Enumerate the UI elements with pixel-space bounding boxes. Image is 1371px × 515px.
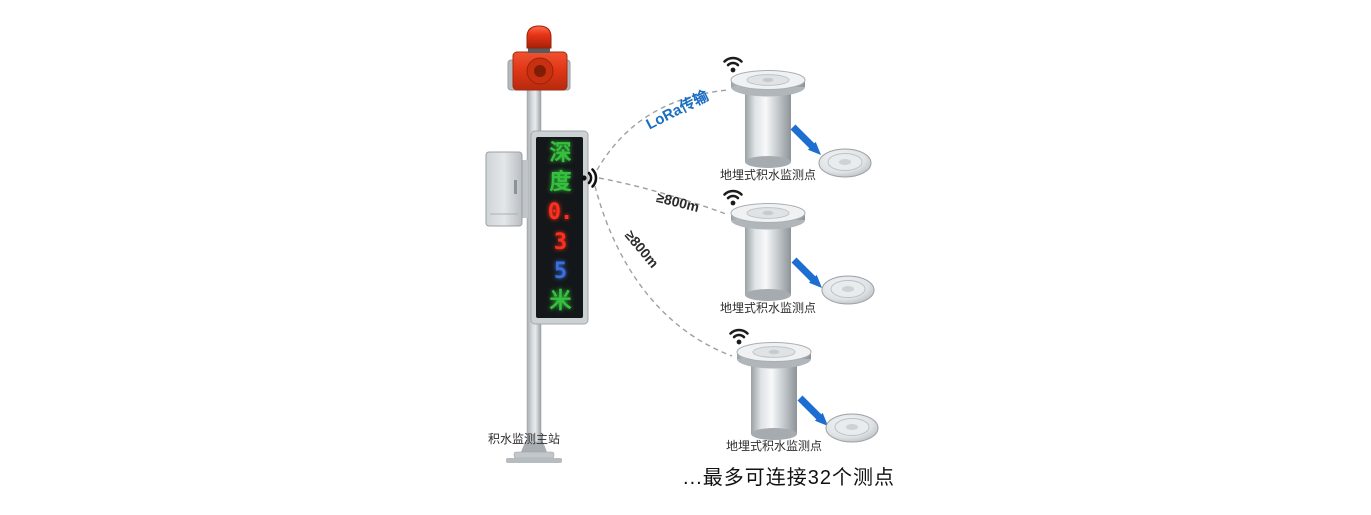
buried-sensor-1 — [730, 70, 806, 169]
flow-arrow-1 — [793, 127, 821, 155]
led-char: 深 — [549, 140, 571, 166]
warning-lamp — [526, 25, 552, 49]
wifi-icon-3 — [729, 328, 749, 346]
buried-sensor-3 — [736, 342, 812, 441]
flow-arrow-2 — [794, 260, 822, 288]
control-box — [485, 151, 528, 227]
wifi-icon-1 — [723, 56, 743, 74]
station-caption: 积水监测主站 — [487, 432, 560, 446]
station-signal-icon — [581, 168, 598, 188]
led-char: 5 — [553, 259, 567, 285]
led-display-panel — [530, 130, 589, 325]
sensor-caption-3: 地埋式积水监测点 — [725, 439, 822, 453]
link-curve-sensor-3 — [594, 185, 733, 357]
flow-arrow-3 — [800, 398, 828, 426]
sensor-caption-1: 地埋式积水监测点 — [719, 168, 816, 182]
link-curve-sensor-2 — [598, 177, 727, 215]
alarm-beacon — [507, 25, 571, 91]
base-foot — [506, 458, 562, 463]
wifi-icon-2 — [723, 189, 743, 207]
link-curve-sensor-1 — [596, 89, 729, 171]
led-char: 0. — [547, 200, 573, 226]
pole-taper — [521, 442, 547, 452]
base-plate — [513, 451, 555, 459]
footer-note: ...最多可连接32个测点 — [683, 467, 895, 489]
led-char: 度 — [549, 170, 571, 196]
buried-sensor-2 — [730, 203, 806, 302]
led-char: 3 — [553, 229, 567, 255]
sensor-caption-2: 地埋式积水监测点 — [719, 301, 816, 315]
led-char: 米 — [549, 289, 571, 315]
led-display-text: 深 度 0. 3 5 米 — [537, 139, 583, 317]
sensor-disc-2 — [821, 275, 875, 305]
